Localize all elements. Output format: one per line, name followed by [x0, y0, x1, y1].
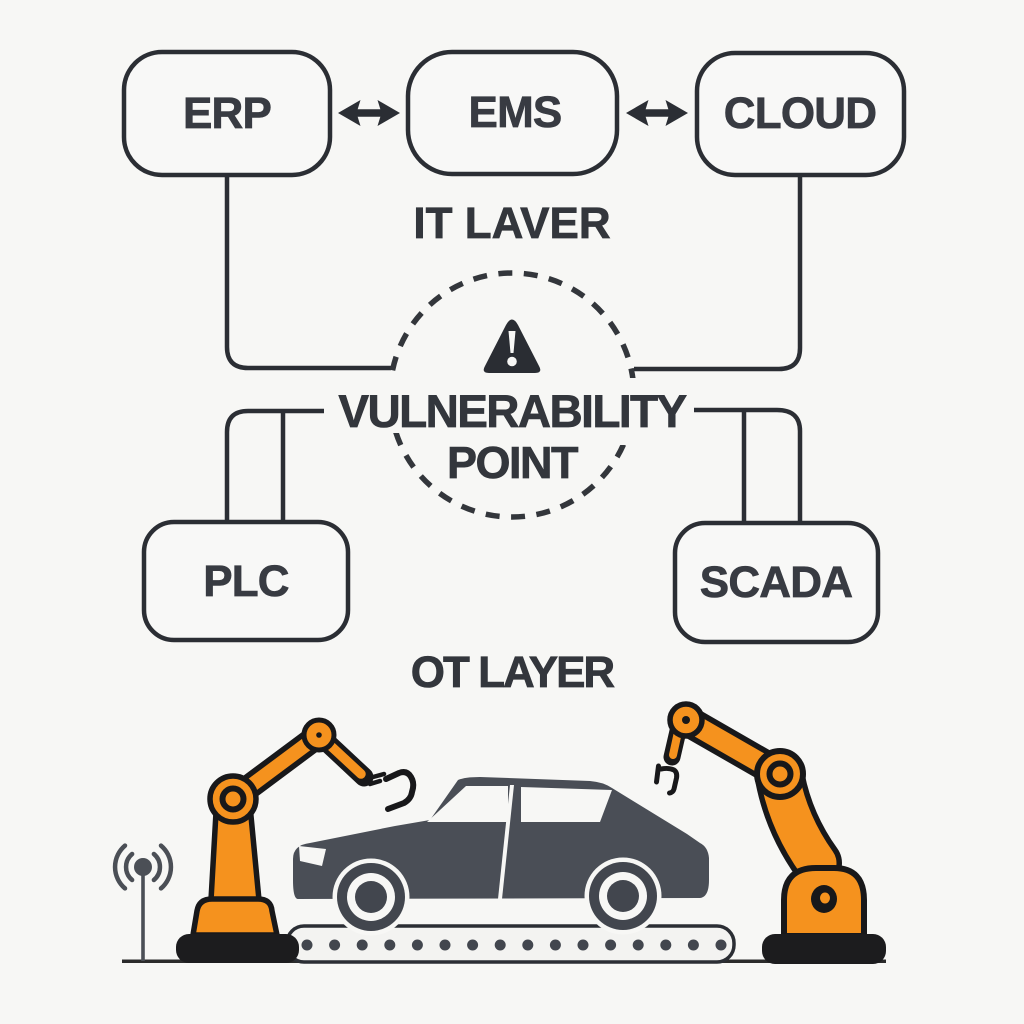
svg-text:POINT: POINT [447, 437, 578, 488]
svg-text:VULNERABILITY: VULNERABILITY [338, 385, 686, 437]
svg-text:EMS: EMS [469, 88, 562, 137]
svg-text:ERP: ERP [183, 89, 271, 138]
svg-text:IT LAVER: IT LAVER [413, 199, 610, 248]
svg-text:PLC: PLC [203, 557, 289, 606]
svg-text:CLOUD: CLOUD [724, 89, 876, 138]
svg-text:POINT: POINT [447, 437, 578, 488]
svg-text:SCADA: SCADA [700, 558, 852, 607]
svg-text:OT LAYER: OT LAYER [411, 648, 615, 697]
svg-text:VULNERABILITY: VULNERABILITY [338, 385, 686, 437]
